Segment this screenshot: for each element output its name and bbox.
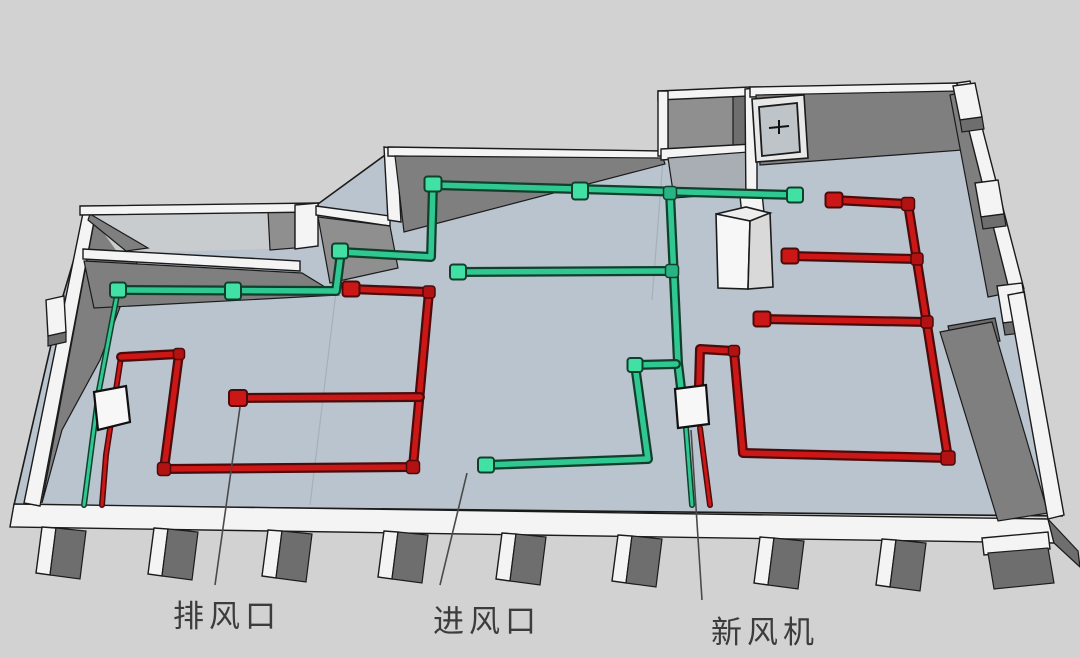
leader-line xyxy=(439,472,468,586)
exhaust-vent xyxy=(824,191,844,209)
pillar xyxy=(261,529,313,583)
fresh-air-unit-center xyxy=(673,383,711,430)
door-cross-icon xyxy=(768,120,790,134)
pillar xyxy=(377,530,429,584)
intake-junction xyxy=(626,357,644,373)
intake-vent xyxy=(786,186,804,204)
duct-shaft-box xyxy=(715,206,774,290)
fresh-air-unit-label: 新风机 xyxy=(711,615,819,651)
air-intake-vent xyxy=(477,456,495,474)
pillar xyxy=(875,538,927,592)
pillar xyxy=(495,532,547,586)
intake-elbow-connector xyxy=(423,175,443,193)
fresh-air-unit-left xyxy=(92,384,132,432)
slab-edge xyxy=(9,503,1080,568)
pillar-corner xyxy=(981,531,1055,590)
back-wall-left xyxy=(387,146,666,233)
exhaust-vent xyxy=(341,280,361,298)
exhaust-duct-network xyxy=(99,191,956,508)
pillar xyxy=(611,534,663,588)
leader-line xyxy=(214,406,241,586)
entry-door xyxy=(751,94,809,163)
pillars xyxy=(35,526,1055,592)
intake-vent xyxy=(449,263,467,281)
pillar xyxy=(753,536,805,590)
callout-exhaust-outlet: 排风口 xyxy=(173,406,281,635)
leader-line xyxy=(690,429,703,601)
right-wall xyxy=(939,80,1065,522)
callout-fresh-air-unit: 新风机 xyxy=(690,429,819,651)
entry-alcove xyxy=(657,86,765,217)
intake-junction xyxy=(331,242,349,260)
intake-sleeve-connector xyxy=(224,281,242,301)
exhaust-outlet-label: 排风口 xyxy=(173,599,281,635)
pillar xyxy=(35,526,87,580)
callout-air-intake: 进风口 xyxy=(433,472,541,640)
air-intake-label: 进风口 xyxy=(433,604,541,640)
intake-elbow-connector xyxy=(109,281,127,299)
exhaust-outlet-vent xyxy=(228,389,248,407)
pillar xyxy=(147,527,199,581)
back-wall-right xyxy=(749,82,964,166)
intake-sleeve-connector xyxy=(571,181,589,201)
exhaust-vent xyxy=(780,247,800,265)
exhaust-vent xyxy=(752,310,772,328)
